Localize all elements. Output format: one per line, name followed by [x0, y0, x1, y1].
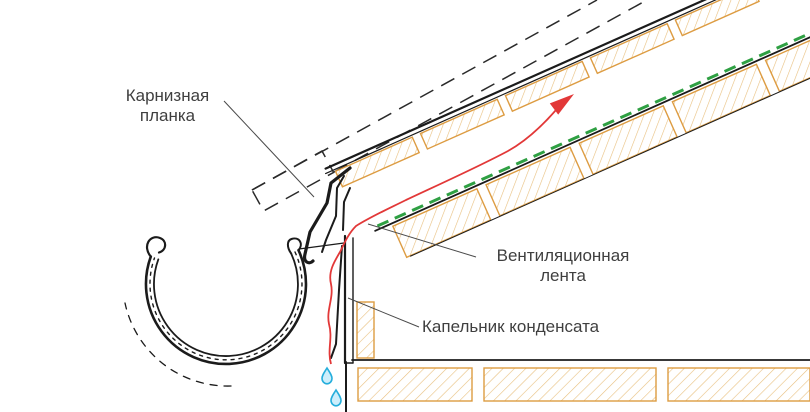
gutter-back-lip: [286, 237, 302, 255]
roofing-overhang-dashed-rect: [250, 149, 335, 213]
roofing-dashed-line-upper: [251, 0, 598, 191]
rafter-top-edge-line: [374, 0, 810, 232]
leader-eave-strip: [223, 100, 315, 198]
label-condensate-drip-text: Капельник конденсата: [422, 317, 600, 336]
airflow-line: [327, 109, 557, 365]
roofing-sheet: [324, 0, 810, 175]
roof-deck-boards: [334, 0, 760, 188]
label-vent-tape: Вентиляционная лента: [472, 246, 654, 286]
leader-vent-tape: [367, 223, 477, 258]
gutter-front-curl: [146, 236, 167, 258]
label-eave-strip-line1: Карнизная: [125, 86, 210, 105]
roof-slope-group: [324, 0, 810, 259]
gutter-dashed-arc: [124, 302, 232, 387]
wall-structure: [345, 301, 810, 412]
gutter: [124, 236, 345, 387]
water-droplet-icon: [321, 366, 333, 385]
water-droplets: [321, 366, 342, 407]
gutter-bracket: [298, 242, 345, 250]
label-vent-tape-line2: лента: [540, 266, 586, 285]
label-vent-tape-line1: Вентиляционная: [496, 246, 630, 265]
label-eave-strip-line2: планка: [139, 106, 196, 125]
wall-stud: [356, 301, 375, 359]
roofing-dashed-line-lower: [333, 0, 648, 173]
leader-lines: [223, 100, 477, 328]
gutter-inner-wall: [153, 252, 299, 357]
label-condensate-drip: Капельник конденсата: [422, 317, 599, 337]
gutter-outer-wall: [144, 248, 308, 366]
water-droplet-icon: [330, 388, 342, 407]
roofing-dashed-outline: [250, 0, 648, 213]
airflow-arrow: [549, 94, 574, 115]
leader-condensate-drip: [347, 297, 420, 328]
condensate-drip-strip: [330, 245, 343, 359]
rafter-bottom-edge-line: [410, 0, 810, 257]
eave-drip-edge: [303, 166, 352, 265]
label-eave-strip: Карнизная планка: [100, 86, 235, 126]
